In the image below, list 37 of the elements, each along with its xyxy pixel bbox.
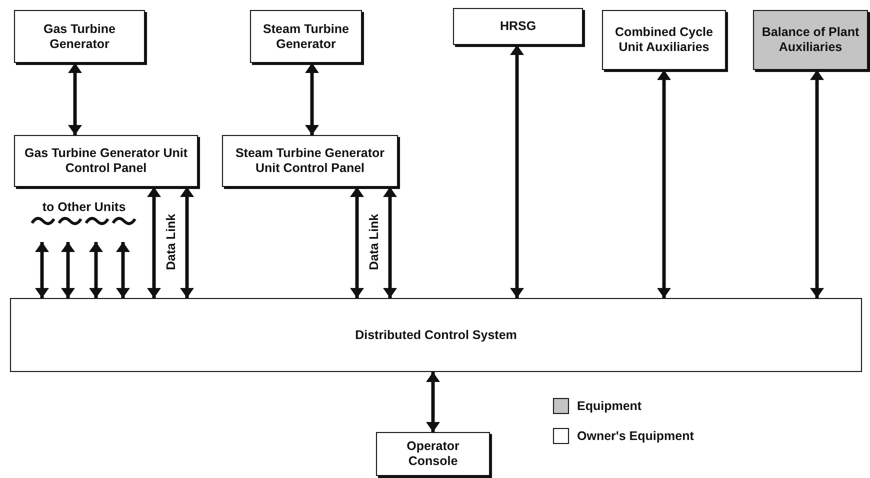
double-arrow <box>350 187 364 298</box>
process-box <box>250 10 362 63</box>
box-label: Operator Console <box>406 439 460 469</box>
box-label: Distributed Control System <box>354 328 518 342</box>
process-box <box>753 10 868 70</box>
double-arrow <box>305 63 319 135</box>
box-label: HRSG <box>498 19 538 34</box>
box-label: Gas Turbine Generator Unit Control Panel <box>24 146 188 176</box>
legend-label: Owner's Equipment <box>577 429 694 443</box>
edge-label: Data Link <box>164 212 178 272</box>
box-label: Steam Turbine Generator Unit Control Panel <box>234 146 386 176</box>
double-arrow <box>68 63 82 135</box>
process-box <box>222 135 398 187</box>
edge-label: Data Link <box>367 212 381 272</box>
system-bar <box>10 298 862 372</box>
double-arrow <box>116 242 130 298</box>
double-arrow <box>426 372 440 432</box>
process-box <box>376 432 490 476</box>
process-box <box>14 10 145 63</box>
double-arrow <box>61 242 75 298</box>
process-box <box>14 135 198 187</box>
double-arrow <box>35 242 49 298</box>
legend-label: Equipment <box>577 399 642 413</box>
double-arrow <box>180 187 194 298</box>
double-arrow <box>510 45 524 298</box>
box-label: Combined Cycle Unit Auxiliaries <box>614 25 714 55</box>
note-text: to Other Units <box>41 200 127 215</box>
double-arrow <box>383 187 397 298</box>
box-label: Gas Turbine Generator <box>42 22 116 52</box>
double-arrow <box>810 70 824 298</box>
process-box <box>602 10 726 70</box>
box-label: Balance of Plant Auxiliaries <box>760 25 860 55</box>
double-arrow <box>147 187 161 298</box>
process-box <box>453 8 583 45</box>
double-arrow <box>657 70 671 298</box>
double-arrow <box>89 242 103 298</box>
box-label: Steam Turbine Generator <box>262 22 350 52</box>
